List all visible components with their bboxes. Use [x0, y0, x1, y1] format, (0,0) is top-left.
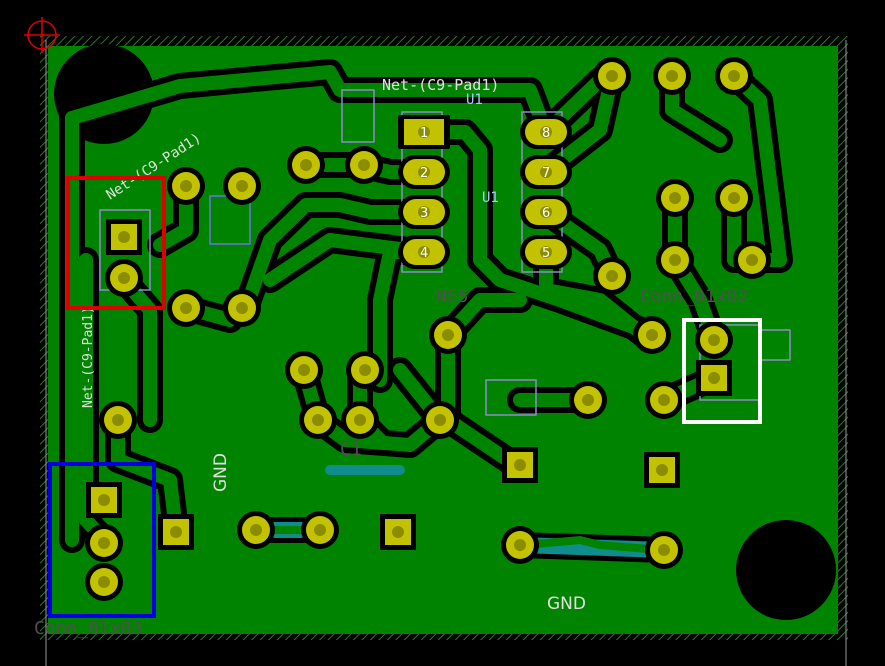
pad[interactable]	[341, 401, 379, 439]
pad[interactable]	[653, 57, 691, 95]
pad[interactable]	[715, 57, 753, 95]
conn-label-right: Conn_01x02	[640, 286, 748, 307]
ne-label: NE5	[436, 286, 469, 307]
pad[interactable]	[167, 167, 205, 205]
pad[interactable]	[85, 524, 123, 562]
u1-pin-1[interactable]: 1	[398, 115, 450, 149]
u1-pin-2[interactable]: 2	[398, 155, 450, 189]
gnd-label-left: GND	[211, 453, 231, 492]
u1-ref-side-label: U1	[482, 190, 499, 206]
pad[interactable]	[345, 146, 383, 184]
pad-square[interactable]	[696, 360, 732, 396]
u1-pin-number: 4	[420, 246, 428, 261]
u1-pin-7[interactable]: 7	[520, 155, 572, 189]
c-label: C1	[340, 439, 362, 460]
origin-marker-icon	[24, 17, 60, 53]
pad[interactable]	[645, 381, 683, 419]
pad[interactable]	[301, 511, 339, 549]
conn-label-bottom: Conn_01x03	[34, 618, 142, 639]
net-label-top: Net-(C9-Pad1)	[382, 76, 499, 94]
pad-square[interactable]	[158, 514, 194, 550]
pad[interactable]	[287, 146, 325, 184]
silkscreen-outlines	[99, 89, 791, 416]
u1-pin-8[interactable]: 8	[520, 115, 572, 149]
pad[interactable]	[237, 511, 275, 549]
pad[interactable]	[99, 401, 137, 439]
mounting-hole-bottom-right	[736, 520, 836, 620]
pad[interactable]	[105, 259, 143, 297]
pad[interactable]	[593, 257, 631, 295]
pad[interactable]	[656, 179, 694, 217]
pad-square[interactable]	[380, 514, 416, 550]
highlight-box-red[interactable]	[66, 176, 166, 310]
pad-square[interactable]	[644, 452, 680, 488]
pad[interactable]	[346, 351, 384, 389]
gnd-label-bottom: GND	[547, 594, 586, 614]
pad[interactable]	[501, 526, 539, 564]
pad-square[interactable]	[502, 447, 538, 483]
pad-square[interactable]	[106, 219, 142, 255]
pad-square[interactable]	[86, 482, 122, 518]
u1-pin-number: 2	[420, 166, 428, 181]
pad[interactable]	[733, 241, 771, 279]
pad[interactable]	[285, 351, 323, 389]
pad[interactable]	[223, 167, 261, 205]
pad[interactable]	[569, 381, 607, 419]
pad[interactable]	[429, 316, 467, 354]
u1-pin-number: 7	[542, 166, 550, 181]
pad[interactable]	[593, 57, 631, 95]
pad[interactable]	[223, 289, 261, 327]
pad[interactable]	[656, 241, 694, 279]
u1-pin-number: 1	[420, 126, 428, 141]
pad[interactable]	[85, 563, 123, 601]
net-label-vertical: Net-(C9-Pad1)	[81, 306, 96, 408]
pad[interactable]	[299, 401, 337, 439]
u1-pin-3[interactable]: 3	[398, 195, 450, 229]
pad[interactable]	[695, 321, 733, 359]
pad[interactable]	[715, 179, 753, 217]
pad[interactable]	[167, 289, 205, 327]
u1-pin-5[interactable]: 5	[520, 235, 572, 269]
u1-pin-number: 8	[542, 126, 550, 141]
u1-pin-4[interactable]: 4	[398, 235, 450, 269]
u1-ref-label: U1	[466, 92, 483, 108]
highlight-box-blue[interactable]	[48, 462, 156, 618]
u1-pin-number: 5	[542, 246, 550, 261]
u1-pin-number: 3	[420, 206, 428, 221]
u1-pin-6[interactable]: 6	[520, 195, 572, 229]
pad[interactable]	[421, 401, 459, 439]
pad[interactable]	[633, 316, 671, 354]
pad[interactable]	[645, 531, 683, 569]
u1-pin-number: 6	[542, 206, 550, 221]
highlight-box-white[interactable]	[682, 318, 762, 424]
